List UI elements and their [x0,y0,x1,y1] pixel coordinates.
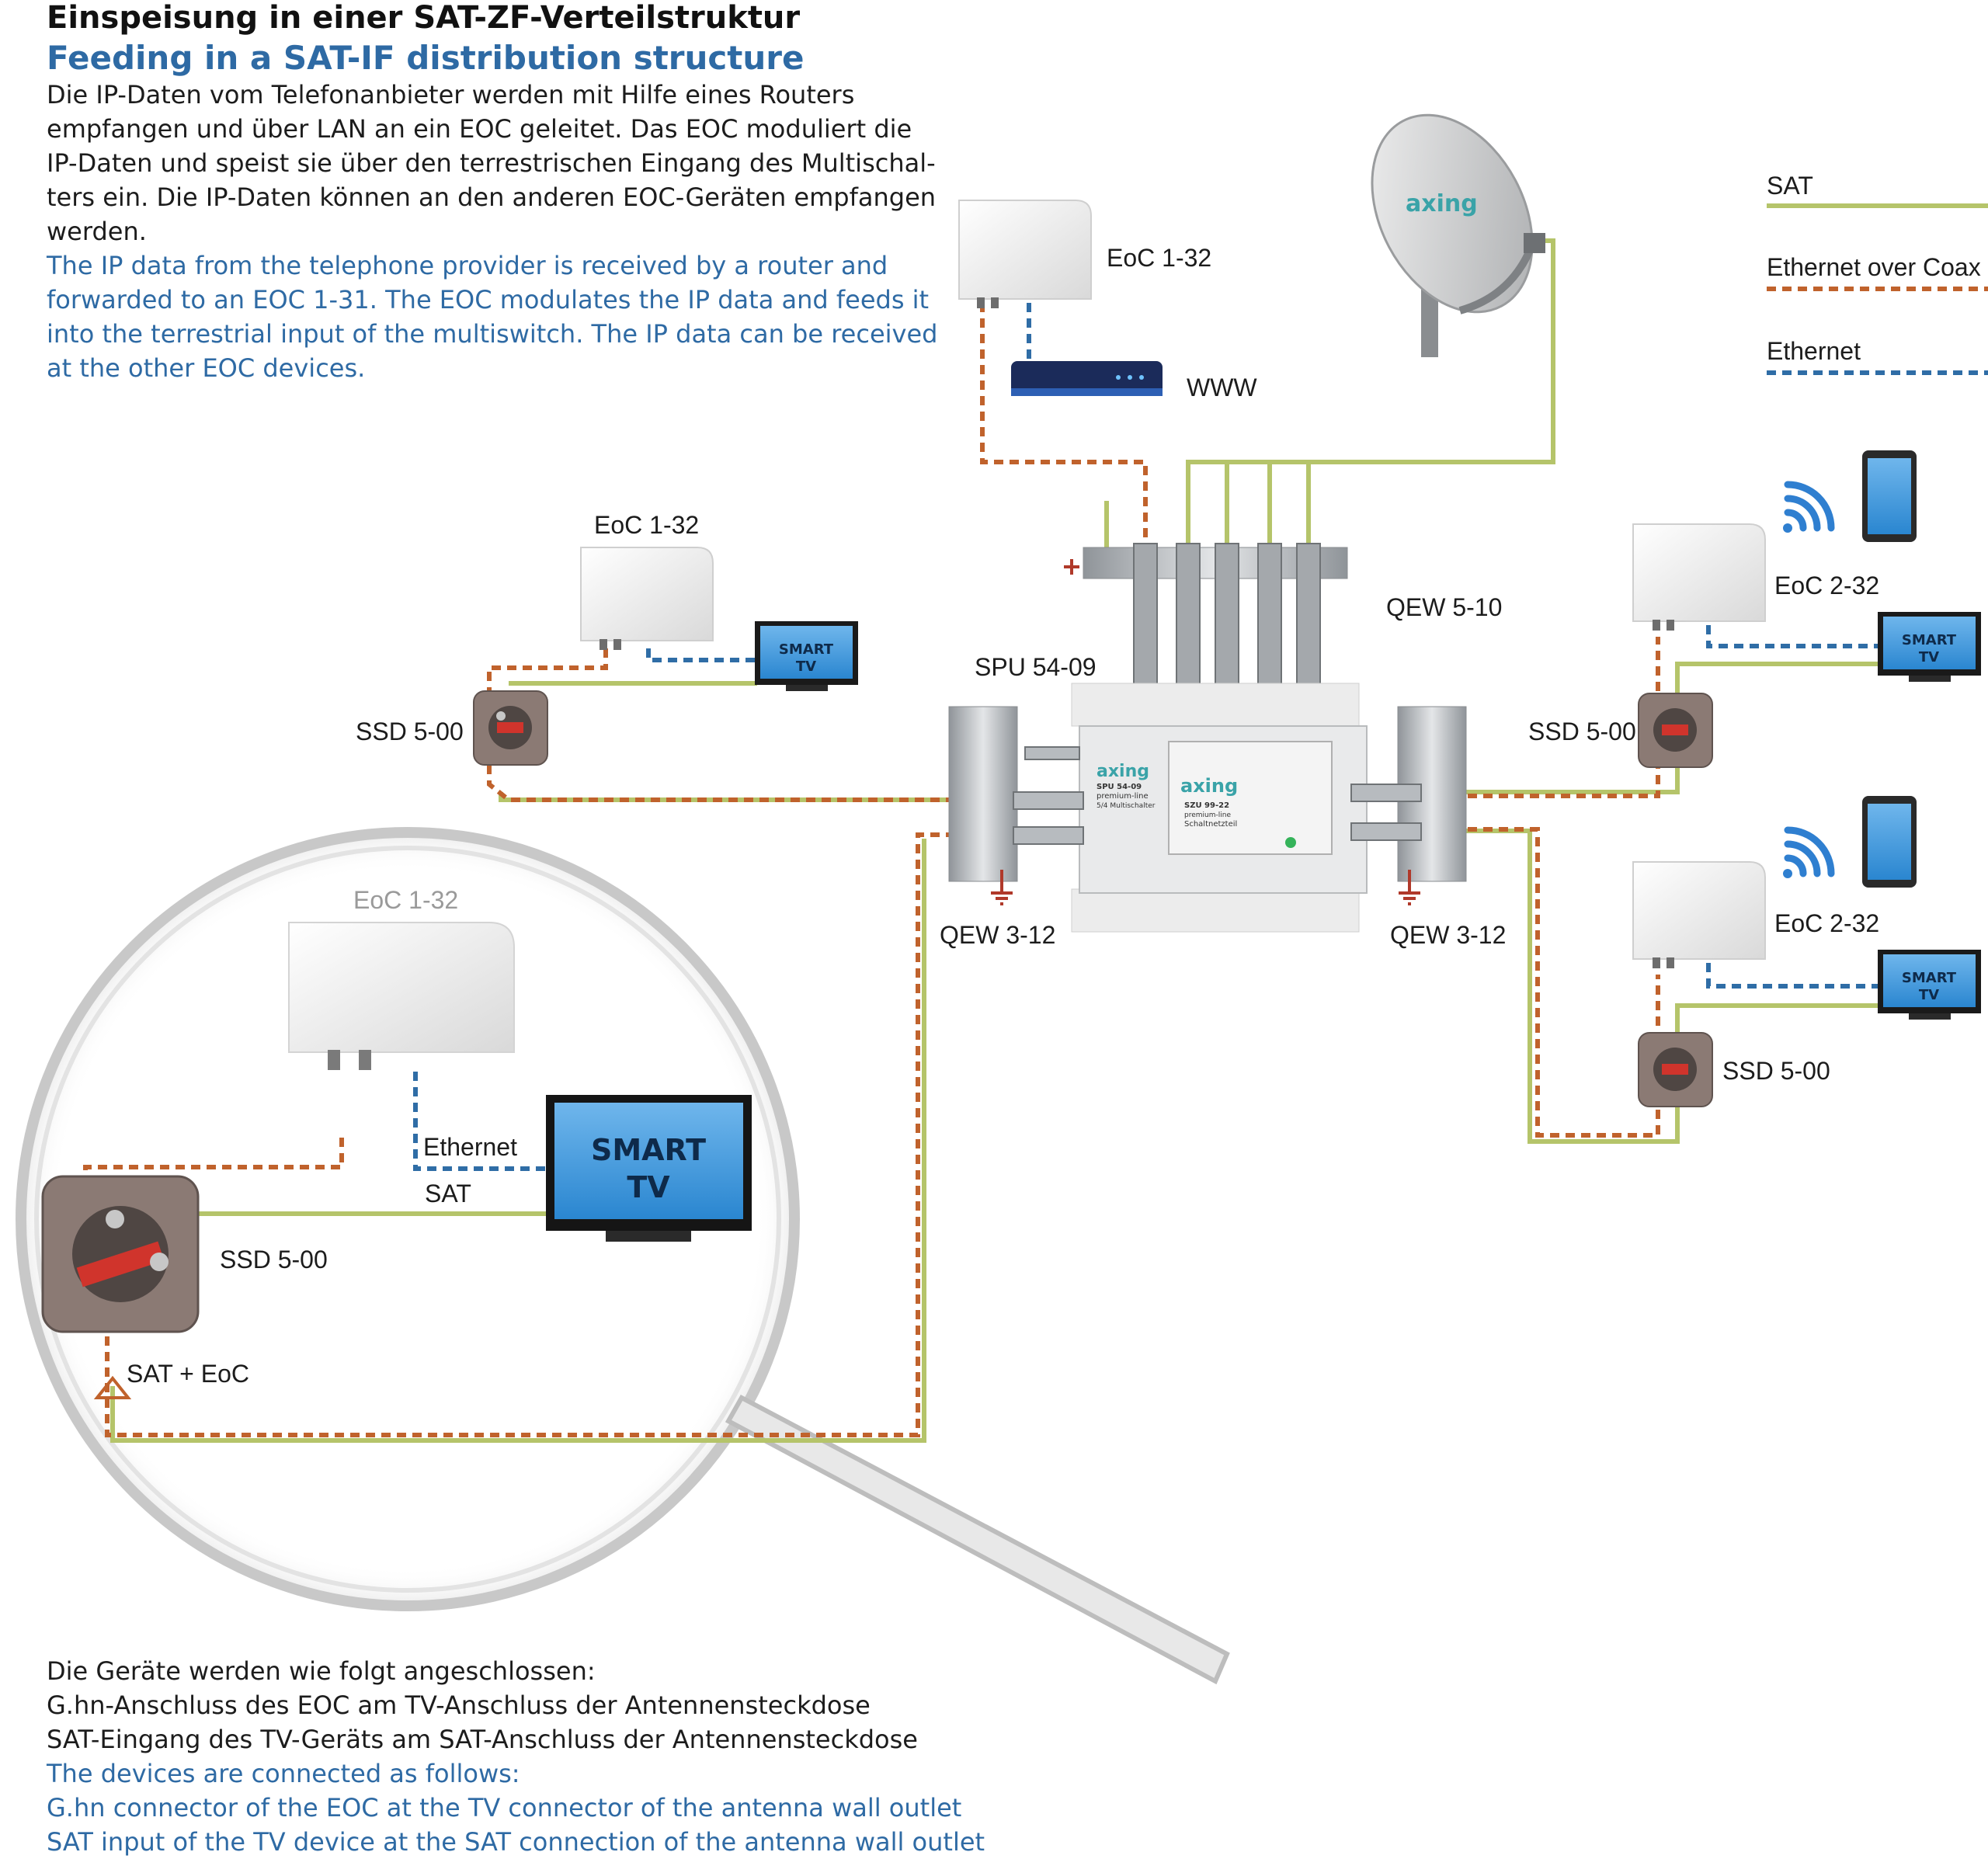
page-title-en: Feeding in a SAT-IF distribution structu… [47,39,805,77]
tablet-icon-top [1862,450,1917,542]
footer-de-line: G.hn-Anschluss des EOC am TV-Anschluss d… [47,1690,871,1720]
label-ssd-right-bottom: SSD 5-00 [1722,1057,1830,1085]
zoom-label-ethernet: Ethernet [423,1133,517,1161]
magnifier-glass [16,827,1230,1685]
intro-en-line: The IP data from the telephone provider … [47,251,888,280]
tablet-icon-bottom [1862,796,1917,888]
footer-de-line: Die Geräte werden wie folgt angeschlosse… [47,1656,596,1686]
footer-en: The devices are connected as follows: G.… [47,1756,985,1859]
intro-de-line: IP-Daten und speist sie über den terrest… [47,148,936,178]
psu-brand: axing [1180,775,1238,797]
smart-tv-right-top-line1: SMART [1902,632,1957,648]
legend-ethernet-label: Ethernet [1767,337,1861,365]
smart-tv-left-line1: SMART [779,641,834,658]
intro-en-line: into the terrestrial input of the multis… [47,319,938,349]
router-icon [1011,361,1163,396]
zoom-antenna-symbol [93,1375,132,1399]
smart-tv-right-top-line2: TV [1919,649,1939,665]
satellite-dish: axing [1371,113,1545,357]
switch-line: premium-line [1097,792,1149,801]
dish-brand-logo: axing [1406,190,1478,217]
wifi-icon-top [1783,481,1835,533]
intro-en-line: forwarded to an EOC 1-31. The EOC modula… [47,285,930,314]
smart-tv-left-line2: TV [796,658,816,675]
eoc-device-right-bottom [1632,861,1766,968]
legend-sat-label: SAT [1767,172,1813,200]
psu-model: SZU 99-22 [1184,801,1229,810]
intro-de: Die IP-Daten vom Telefonanbieter werden … [47,78,936,248]
zoom-label-ssd: SSD 5-00 [220,1246,328,1274]
label-qew-left: QEW 3-12 [940,921,1055,949]
footer-en-line: The devices are connected as follows: [47,1759,520,1788]
label-qew-top: QEW 5-10 [1386,593,1502,621]
zoom-label-sat-eoc: SAT + EoC [127,1360,249,1388]
legend-eoc-label: Ethernet over Coax [1767,253,1981,281]
zoom-eoc-device [288,922,515,1070]
zoom-smart-tv-line2: TV [627,1170,670,1204]
smart-tv-right-top: SMART TV [1878,612,1981,682]
eoc-device-right-top [1632,523,1766,631]
zoom-label-eoc: EoC 1-32 [353,886,458,914]
wifi-icon-bottom [1783,826,1835,878]
footer-de: Die Geräte werden wie folgt angeschlosse… [47,1654,918,1756]
label-ssd-right-top: SSD 5-00 [1528,718,1636,745]
switch-model: SPU 54-09 [1097,783,1142,791]
intro-en-line: at the other EOC devices. [47,353,366,383]
label-eoc-right-bottom: EoC 2-32 [1774,909,1879,937]
eoc-device-top [958,200,1092,308]
switch-brand: axing [1097,762,1149,781]
psu-line: premium-line [1184,811,1231,819]
footer-en-line: SAT input of the TV device at the SAT co… [47,1827,985,1857]
label-eoc-left: EoC 1-32 [594,511,699,539]
intro-de-line: Die IP-Daten vom Telefonanbieter werden … [47,80,855,109]
switch-type: 5/4 Multischalter [1097,802,1156,810]
zoom-label-sat: SAT [425,1180,471,1207]
page-title-de: Einspeisung in einer SAT-ZF-Verteilstruk… [47,0,801,36]
wall-outlet-right-top [1638,693,1713,768]
intro-de-line: empfangen und über LAN an ein EOC geleit… [47,114,912,144]
zoom-smart-tv: SMART TV [546,1095,752,1242]
ethernet-cables [413,303,1879,1171]
label-qew-right: QEW 3-12 [1390,921,1506,949]
zoom-smart-tv-line1: SMART [591,1133,706,1167]
smart-tv-left: SMART TV [755,621,858,691]
psu-type: Schaltnetzteil [1184,820,1237,829]
multiswitch-device: axing SPU 54-09 premium-line 5/4 Multisc… [948,683,1467,933]
eoc-device-left [580,547,714,650]
footer-en-line: G.hn connector of the EOC at the TV conn… [47,1793,962,1823]
zoom-wall-outlet [41,1175,200,1333]
label-spu: SPU 54-09 [975,653,1097,681]
smart-tv-right-bottom-line1: SMART [1902,970,1957,986]
wall-outlet-left [473,690,548,766]
qew-5-10-device [1064,543,1348,700]
label-eoc-top: EoC 1-32 [1107,244,1211,272]
smart-tv-right-bottom: SMART TV [1878,950,1981,1020]
intro-de-line: ters ein. Die IP-Daten können an den and… [47,182,937,212]
footer-de-line: SAT-Eingang des TV-Geräts am SAT-Anschlu… [47,1725,918,1754]
label-eoc-right-top: EoC 2-32 [1774,572,1879,599]
label-www: WWW [1187,374,1257,401]
smart-tv-right-bottom-line2: TV [1919,987,1939,1003]
wall-outlet-right-bottom [1638,1032,1713,1107]
intro-en: The IP data from the telephone provider … [47,248,937,385]
legend: SAT Ethernet over Coax Ethernet [1767,172,1988,375]
intro-de-line: werden. [47,217,147,246]
label-ssd-left: SSD 5-00 [356,718,464,745]
